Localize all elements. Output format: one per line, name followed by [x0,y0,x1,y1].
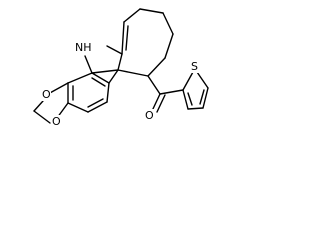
chemical-structure-drawing: NH O O O S [33,8,209,128]
oxygen-bottom-label: O [52,115,61,128]
atom-label-o-bottom: O [51,115,61,128]
sulfur-label: S [191,60,198,73]
atom-label-s: S [190,60,200,73]
atom-label-o-ketone: O [144,109,154,122]
oxygen-top-label: O [42,88,51,101]
cycloheptane-ring [117,8,174,77]
atom-label-nh: NH [74,40,94,54]
oxygen-ketone-label: O [145,109,154,122]
pyrrole-ring [84,45,123,84]
thienyl-ketone [147,71,209,113]
nh-label: NH [75,41,92,54]
benzene-ring [67,72,110,113]
chemical-structure-canvas: NH O O O S [0,0,220,167]
atom-label-o-top: O [41,88,51,101]
